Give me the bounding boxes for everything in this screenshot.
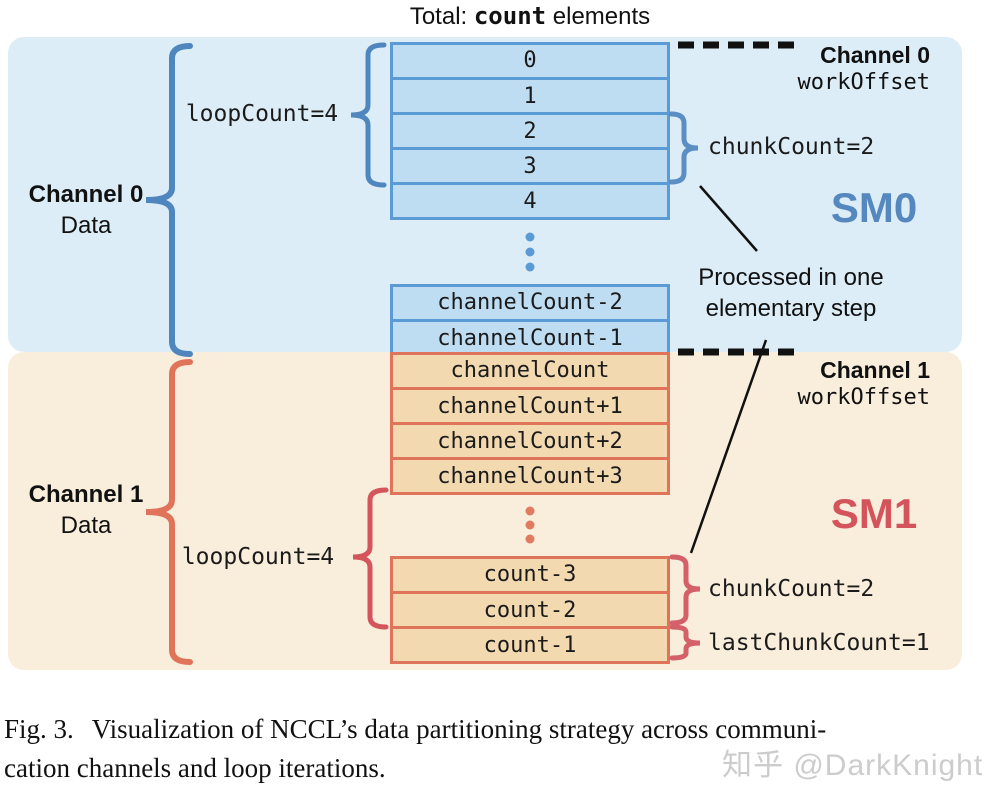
data-box-row: count-3 xyxy=(393,559,667,591)
channel1-workoffset-block: Channel 1 workOffset xyxy=(736,356,930,412)
sm0-label: SM0 xyxy=(830,184,918,231)
channel0-offset-title: Channel 0 xyxy=(820,42,930,68)
channel1-element-stack: channelCount channelCount+1 channelCount… xyxy=(390,352,670,495)
annotation-line2: elementary step xyxy=(705,295,877,322)
channel0-offset-label: workOffset xyxy=(797,70,930,95)
caption-fig-label: Fig. 3. xyxy=(4,714,74,744)
channel1-tail-stack: count-3 count-2 count-1 xyxy=(390,556,670,664)
data-box-row: count-1 xyxy=(393,626,667,661)
channel1-offset-label: workOffset xyxy=(797,385,930,410)
channel1-lastchunkcount-label: lastChunkCount=1 xyxy=(708,630,930,656)
data-box-row: 3 xyxy=(393,147,667,182)
channel0-name: Channel 0 xyxy=(28,181,144,208)
channel1-name: Channel 1 xyxy=(28,481,144,508)
channel0-loopcount-label: loopCount=4 xyxy=(185,101,339,127)
figure-caption: Fig. 3. Visualization of NCCL’s data part… xyxy=(4,710,1002,788)
channel1-chunkcount-label: chunkCount=2 xyxy=(708,576,875,602)
data-box-row: 2 xyxy=(393,112,667,147)
data-box-row: 4 xyxy=(393,182,667,217)
channel0-tail-stack: channelCount-2 channelCount-1 xyxy=(390,284,670,357)
channel1-loopcount-label: loopCount=4 xyxy=(181,544,335,570)
caption-text-1: Visualization of NCCL’s data partitionin… xyxy=(91,714,827,744)
caption-line2: cation channels and loop iterations. xyxy=(4,753,386,783)
channel0-data-text: Data xyxy=(60,212,112,239)
channel1-side-label: Channel 1 Data xyxy=(18,480,154,542)
channel0-side-label: Channel 0 Data xyxy=(18,180,154,242)
sm1-label: SM1 xyxy=(830,490,918,537)
data-box-row: channelCount-2 xyxy=(393,287,667,319)
data-box-row: channelCount+3 xyxy=(393,457,667,492)
data-box-row: channelCount+2 xyxy=(393,422,667,457)
data-box-row: channelCount xyxy=(393,355,667,387)
channel0-chunkcount-label: chunkCount=2 xyxy=(708,134,875,160)
watermark-text: 知乎 @DarkKnight xyxy=(722,749,984,782)
channel1-offset-title: Channel 1 xyxy=(820,357,930,383)
data-box-row: count-2 xyxy=(393,591,667,626)
data-box-row: channelCount-1 xyxy=(393,319,667,354)
title-suffix: elements xyxy=(546,3,651,30)
figure-title: Total: count elements xyxy=(340,2,720,31)
caption-line1: Fig. 3. Visualization of NCCL’s data part… xyxy=(4,710,1002,749)
count-keyword: count xyxy=(473,2,547,30)
elementary-step-annotation: Processed in one elementary step xyxy=(686,262,896,324)
channel0-workoffset-block: Channel 0 workOffset xyxy=(736,41,930,97)
annotation-line1: Processed in one xyxy=(698,264,884,291)
data-box-row: channelCount+1 xyxy=(393,387,667,422)
data-box-row: 0 xyxy=(393,45,667,77)
data-box-row: 1 xyxy=(393,77,667,112)
channel1-data-text: Data xyxy=(60,512,112,539)
title-prefix: Total: xyxy=(409,3,474,30)
channel0-element-stack: 0 1 2 3 4 xyxy=(390,42,670,220)
